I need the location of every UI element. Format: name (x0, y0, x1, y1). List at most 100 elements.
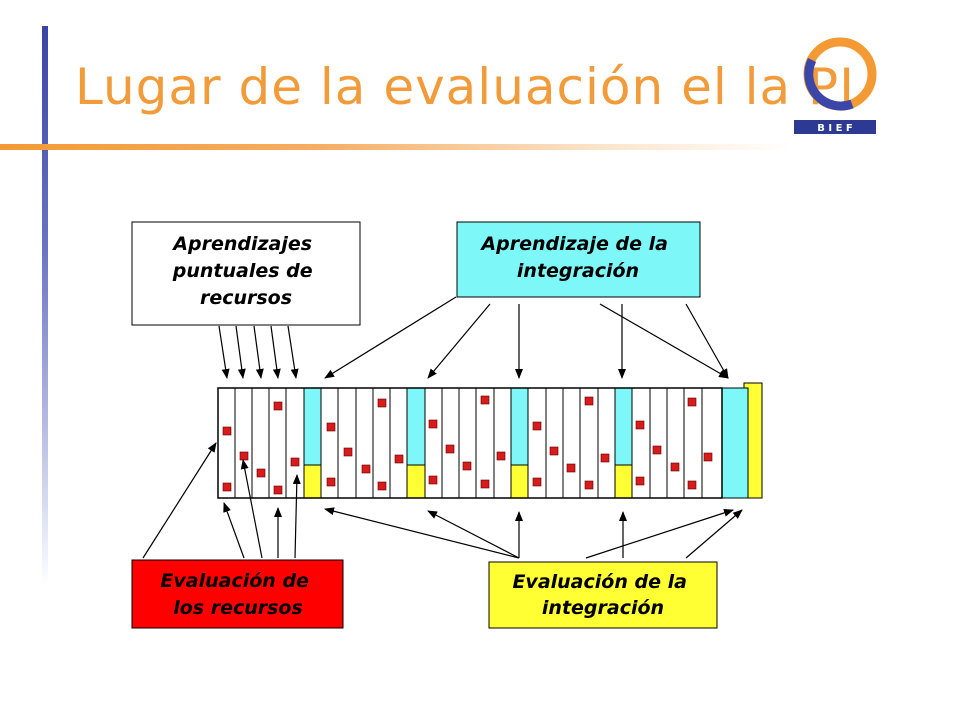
marker (652, 445, 662, 455)
marker (480, 479, 490, 489)
learning-column (441, 387, 460, 499)
svg-text:Aprendizaje de la integr: Aprendizaje de la integración (479, 233, 674, 282)
learning-column (337, 387, 357, 499)
arrow (218, 325, 230, 379)
learning-column (285, 387, 305, 499)
integration-column-yellow (510, 464, 529, 499)
arrow (270, 325, 281, 379)
learning-column (355, 387, 374, 499)
arrow (427, 510, 520, 559)
marker (549, 446, 559, 456)
marker (635, 420, 645, 430)
marker (256, 468, 266, 478)
learning-column (649, 387, 668, 499)
final-integration-column (721, 387, 749, 499)
marker (496, 451, 506, 461)
bief-logo: B I E F (794, 37, 877, 134)
integration-column-cyan (303, 387, 322, 466)
marker (584, 396, 594, 406)
marker (377, 481, 387, 491)
marker (326, 422, 336, 432)
resource-learning-box: Aprendizajes puntuales de recursos (131, 221, 361, 326)
marker (377, 398, 387, 408)
resource-learning-line-1: Aprendizajes (171, 233, 312, 255)
marker (239, 451, 249, 461)
marker (532, 421, 542, 431)
logo-text: B I E F (817, 123, 852, 134)
learning-column (217, 387, 236, 499)
svg-text:Evaluación de la integra: Evaluación de la integración (512, 571, 693, 619)
learning-column (251, 387, 270, 499)
marker (687, 397, 697, 407)
arrow (585, 508, 734, 559)
resource-evaluation-box: Evaluación de los recursos (131, 559, 344, 629)
arrow (142, 442, 217, 559)
strip-markers (222, 395, 713, 495)
marker (326, 477, 336, 487)
integration-column-yellow (406, 464, 426, 499)
strip-columns (217, 387, 723, 499)
learning-column (234, 387, 253, 499)
resource-learning-line-2: puntuales de (172, 260, 313, 282)
integration-learning-box: Aprendizaje de la integración (456, 221, 701, 298)
arrow (685, 303, 729, 379)
marker (290, 457, 300, 467)
integration-column-cyan (510, 387, 529, 466)
arrow (223, 502, 245, 559)
logo-ring-blue (804, 58, 854, 111)
integration-evaluation-line-2: integración (542, 597, 664, 619)
learning-column (562, 387, 581, 499)
integration-evaluation-line-1: Evaluación de la (512, 571, 686, 593)
svg-text:Aprendizajes puntuales d: Aprendizajes puntuales de recursos (171, 233, 319, 309)
marker (361, 464, 371, 474)
marker (480, 395, 490, 405)
marker (343, 447, 353, 457)
marker (703, 452, 713, 462)
arrow (324, 507, 520, 559)
arrow (253, 325, 264, 379)
marker (394, 454, 404, 464)
arrow (685, 509, 743, 559)
title-underline (0, 144, 790, 150)
learning-column (389, 387, 408, 499)
learning-strip (217, 382, 763, 499)
marker (428, 419, 438, 429)
integration-learning-line-1: Aprendizaje de la (479, 233, 668, 255)
arrow (240, 459, 263, 559)
learning-column (545, 387, 564, 499)
marker (222, 482, 232, 492)
accent-bar (42, 26, 48, 586)
integration-evaluation-box: Evaluación de la integración (488, 561, 718, 629)
marker (600, 453, 610, 463)
integration-learning-line-2: integración (517, 260, 639, 282)
integration-column-cyan (406, 387, 426, 466)
arrow (324, 296, 457, 379)
marker (635, 476, 645, 486)
learning-column (597, 387, 616, 499)
resource-evaluation-line-1: Evaluación de (160, 570, 309, 592)
arrow (427, 303, 491, 379)
marker (566, 463, 576, 473)
marker (670, 462, 680, 472)
integration-column-yellow (614, 464, 633, 499)
arrow (235, 325, 246, 379)
learning-column (666, 387, 685, 499)
arrow (287, 325, 299, 379)
page-title: Lugar de la evaluación el la PI (75, 58, 855, 116)
resource-evaluation-line-2: los recursos (173, 597, 303, 619)
marker (273, 401, 283, 411)
diagram-arrows (142, 296, 743, 559)
integration-column-yellow (303, 464, 322, 499)
marker (428, 475, 438, 485)
logo-bar (794, 120, 876, 134)
resource-learning-line-3: recursos (200, 287, 292, 309)
arrow (292, 474, 301, 559)
marker (222, 426, 232, 436)
learning-column (458, 387, 477, 499)
marker (532, 477, 542, 487)
marker (584, 480, 594, 490)
marker (445, 444, 455, 454)
integration-column-cyan (614, 387, 633, 466)
learning-column (701, 387, 723, 499)
